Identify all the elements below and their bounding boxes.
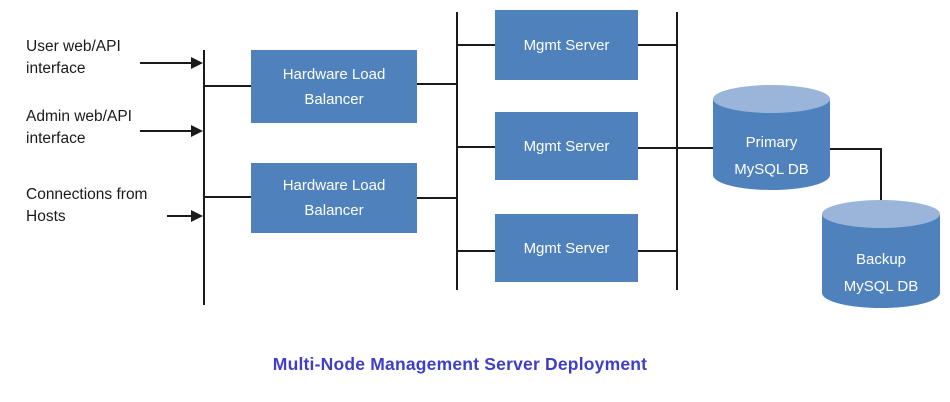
backup-db-cylinder: Backup MySQL DB	[822, 200, 940, 308]
node-label-line: Mgmt Server	[523, 36, 610, 54]
connector-bus-lb1	[203, 85, 251, 87]
load-balancer-2-box: Hardware Load Balancer	[251, 163, 417, 233]
label-line: Hosts	[26, 208, 66, 225]
connector-primary-elbow-h	[830, 148, 882, 150]
cylinder-top-ellipse	[822, 200, 940, 228]
db-label-line: MySQL DB	[734, 161, 809, 178]
diagram-title: Multi-Node Management Server Deployment	[272, 354, 648, 374]
connector-midbus-mgmt2	[456, 146, 495, 148]
db-label-line: Primary	[745, 134, 798, 151]
label-connections-hosts: Connections from Hosts	[26, 184, 147, 228]
mgmt-server-3-box: Mgmt Server	[495, 214, 638, 282]
connector-mgmt1-rightbus	[638, 44, 678, 46]
label-line: Admin web/API	[26, 108, 132, 125]
primary-db-cylinder: Primary MySQL DB	[713, 85, 830, 190]
connector-bus-lb2	[203, 196, 251, 198]
bus-left-line	[203, 50, 205, 305]
label-line: interface	[26, 130, 86, 147]
bus-middle-line	[456, 12, 458, 290]
connector-midbus-mgmt3	[456, 250, 495, 252]
label-line: Connections from	[26, 186, 148, 203]
backup-db-label: Backup MySQL DB	[822, 246, 940, 300]
label-line: User web/API	[26, 38, 121, 55]
label-line: interface	[26, 60, 86, 77]
bus-right-line	[676, 12, 678, 290]
arrow-shaft	[140, 62, 194, 64]
node-label-line: Mgmt Server	[523, 239, 610, 257]
cylinder-top-ellipse	[713, 85, 830, 113]
node-label-line: Hardware Load	[282, 177, 386, 194]
db-label-line: MySQL DB	[843, 278, 919, 295]
label-user-web-api: User web/API interface	[26, 36, 121, 80]
connector-lb2-midbus	[417, 197, 457, 199]
label-admin-web-api: Admin web/API interface	[26, 106, 132, 150]
mgmt-server-2-box: Mgmt Server	[495, 112, 638, 180]
node-label-line: Balancer	[304, 90, 364, 108]
arrow-head-icon	[191, 125, 203, 137]
connector-mgmt3-rightbus	[638, 250, 678, 252]
connector-primary-elbow-v	[880, 148, 882, 212]
connector-lb1-midbus	[417, 83, 457, 85]
mgmt-server-1-box: Mgmt Server	[495, 10, 638, 80]
arrow-shaft	[140, 130, 194, 132]
cylinder-body	[713, 99, 830, 190]
load-balancer-1-box: Hardware Load Balancer	[251, 50, 417, 123]
primary-db-label: Primary MySQL DB	[713, 129, 830, 183]
node-label-line: Balancer	[304, 202, 364, 219]
connector-midbus-mgmt1	[456, 44, 495, 46]
db-label-line: Backup	[855, 251, 907, 268]
arrow-head-icon	[191, 57, 203, 69]
arrow-head-icon	[191, 210, 203, 222]
node-label-line: Mgmt Server	[523, 137, 610, 155]
node-label-line: Hardware Load	[282, 65, 386, 83]
arrow-shaft	[167, 215, 194, 217]
cylinder-body	[822, 214, 940, 308]
